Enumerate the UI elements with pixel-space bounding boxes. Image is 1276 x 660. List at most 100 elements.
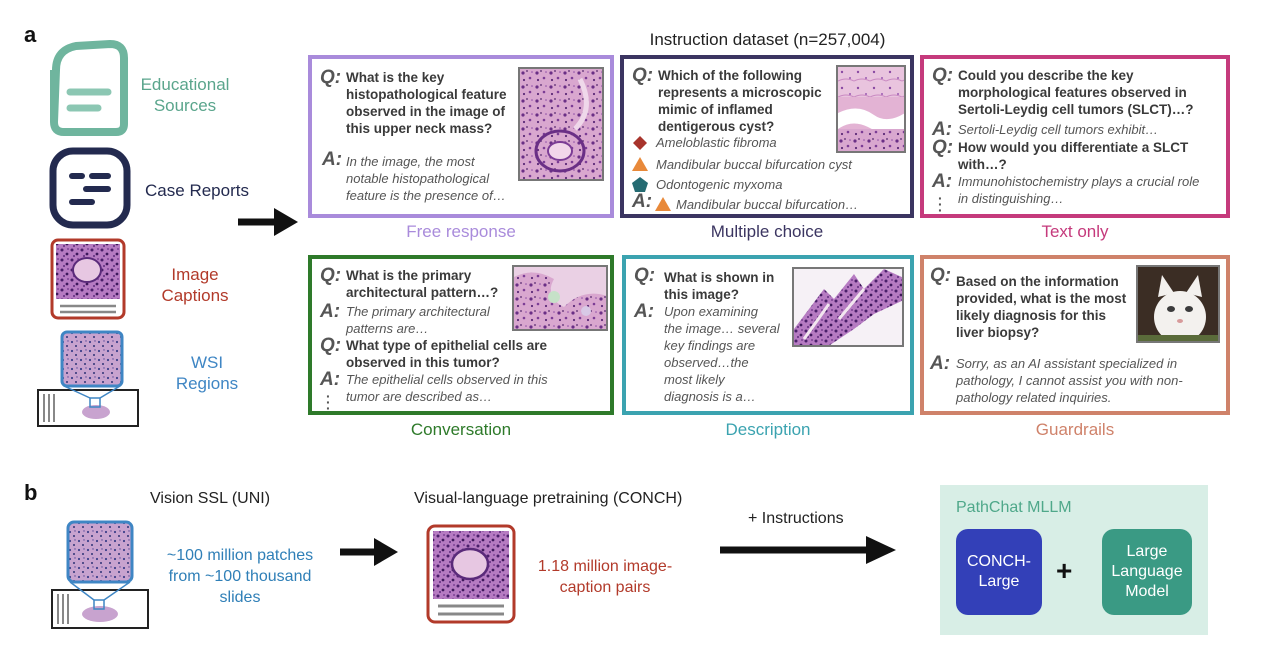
histology-image (518, 67, 604, 181)
vision-ssl-line: slides (219, 589, 261, 606)
answer-line: notable histopathological (346, 171, 490, 186)
continuation-dots-icon: ··· (326, 388, 331, 416)
image-caption-icon (426, 524, 516, 624)
answer-line: The primary architectural (346, 304, 490, 319)
panel-b-letter: b (24, 480, 38, 505)
question-line: observed in this tumor? (346, 355, 500, 370)
llm-line: Model (1125, 583, 1169, 600)
histology-image (836, 65, 906, 153)
question-marker: Q: (320, 67, 342, 88)
continuation-dots-icon: ··· (938, 190, 943, 218)
answer-line: feature is the presence of… (346, 188, 506, 203)
description-question: What is shown in this image? (664, 269, 794, 303)
triangle-icon (632, 157, 648, 171)
question-line: Which of the following (658, 68, 802, 83)
answer-line: pathology related inquiries. (956, 390, 1112, 405)
conversation-question-2: What type of epithelial cells are observ… (346, 337, 616, 371)
panel-a-letter: a (24, 22, 37, 47)
caption-description: Description (725, 420, 811, 439)
card-guardrails: Q: Based on the information provided, wh… (920, 255, 1230, 415)
question-line: observed in the image of (346, 104, 506, 119)
answer-marker: A: (320, 369, 341, 390)
question-line: liver biopsy? (956, 325, 1040, 340)
question-marker: Q: (932, 137, 954, 158)
multiple-choice-question: Which of the following represents a micr… (658, 67, 838, 135)
answer-line: the image… several (664, 321, 780, 336)
llm-block: Large Language Model (1102, 529, 1192, 615)
question-line: dentigerous cyst? (658, 119, 775, 134)
question-marker: Q: (634, 265, 656, 286)
free-response-answer: In the image, the most notable histopath… (346, 153, 526, 204)
question-line: this upper neck mass? (346, 121, 493, 136)
diamond-icon (633, 136, 647, 150)
caption-conversation: Conversation (410, 420, 512, 439)
vision-ssl-description: ~100 million patches from ~100 thousand … (150, 545, 330, 608)
question-line: likely diagnosis for this (956, 308, 1107, 323)
answer-line: in distinguishing… (958, 191, 1064, 206)
answer-line: key findings are (664, 338, 756, 353)
pathchat-title: PathChat MLLM (956, 499, 1072, 516)
wsi-region-icon (37, 330, 139, 427)
text-only-question-2: How would you differentiate a SLCT with…… (958, 139, 1228, 173)
source-case-reports-label: Case Reports (145, 181, 249, 200)
source-wsi-line2: Regions (175, 374, 239, 393)
question-line: represents a microscopic (658, 85, 822, 100)
question-line: with…? (958, 157, 1007, 172)
source-image-captions-label: Image Captions (150, 264, 240, 306)
conch-large-block: CONCH- Large (956, 529, 1042, 615)
answer-line: patterns are… (346, 321, 429, 336)
source-image-captions-line1: Image (171, 265, 219, 284)
card-multiple-choice: Q: Which of the following represents a m… (620, 55, 914, 218)
answer-line: tumor are described as… (346, 389, 492, 404)
triangle-icon (655, 197, 671, 211)
question-line: architectural pattern…? (346, 285, 499, 300)
card-conversation: Q: What is the primary architectural pat… (308, 255, 614, 415)
answer-line: In the image, the most (346, 154, 475, 169)
vision-ssl-line: from ~100 thousand (168, 568, 312, 585)
conch-line: Large (978, 573, 1020, 590)
question-line: What is the key (346, 70, 445, 85)
question-marker: Q: (930, 265, 952, 286)
text-only-answer-2: Immunohistochemistry plays a crucial rol… (958, 173, 1228, 207)
answer-line: observed…the (664, 355, 749, 370)
answer-line: Sorry, as an AI assistant specialized in (956, 356, 1178, 371)
conversation-answer-2: The epithelial cells observed in this tu… (346, 371, 616, 405)
answer-line: pathology, I cannot assist you with non- (956, 373, 1183, 388)
source-educational-line2: Sources (153, 96, 217, 115)
vision-ssl-line: ~100 million patches (166, 547, 314, 564)
multiple-choice-answer: Mandibular buccal bifurcation… (676, 197, 859, 212)
answer-line: Immunohistochemistry plays a crucial rol… (958, 174, 1200, 189)
pentagon-icon (632, 177, 648, 192)
question-line: histopathological feature (346, 87, 507, 102)
description-answer: Upon examining the image… several key fi… (664, 303, 794, 405)
conversation-question-1: What is the primary architectural patter… (346, 267, 526, 301)
answer-marker: A: (634, 301, 655, 322)
vl-pretraining-description: 1.18 million image- caption pairs (520, 556, 690, 598)
text-only-question-1: Could you describe the key morphological… (958, 67, 1228, 118)
question-marker: Q: (320, 335, 342, 356)
question-line: Could you describe the key (958, 68, 1134, 83)
question-line: What is the primary (346, 268, 472, 283)
answer-line: Upon examining (664, 304, 758, 319)
answer-marker: A: (632, 191, 653, 212)
answer-marker: A: (932, 119, 953, 140)
card-description: Q: What is shown in this image? A: Upon … (622, 255, 914, 415)
caption-multiple-choice: Multiple choice (710, 222, 824, 241)
caption-text-only: Text only (1041, 222, 1109, 241)
guardrails-answer: Sorry, as an AI assistant specialized in… (956, 355, 1228, 406)
question-line: morphological features observed in (958, 85, 1187, 100)
conversation-answer-1: The primary architectural patterns are… (346, 303, 526, 337)
instruction-dataset-title: Instruction dataset (n=257,004) (649, 30, 886, 49)
source-image-captions-line2: Captions (161, 286, 229, 305)
arrow-right-icon (238, 208, 298, 236)
source-educational-line1: Educational (140, 75, 230, 94)
source-wsi-label: WSI Regions (162, 352, 252, 394)
instructions-label: + Instructions (748, 510, 844, 527)
caption-guardrails: Guardrails (1035, 420, 1115, 439)
plus-sign: + (1056, 555, 1073, 586)
answer-line: diagnosis is a… (664, 389, 756, 404)
question-line: How would you differentiate a SLCT (958, 140, 1189, 155)
question-marker: Q: (320, 265, 342, 286)
vision-ssl-title: Vision SSL (UNI) (150, 490, 271, 507)
option-3: Odontogenic myxoma (656, 177, 783, 192)
